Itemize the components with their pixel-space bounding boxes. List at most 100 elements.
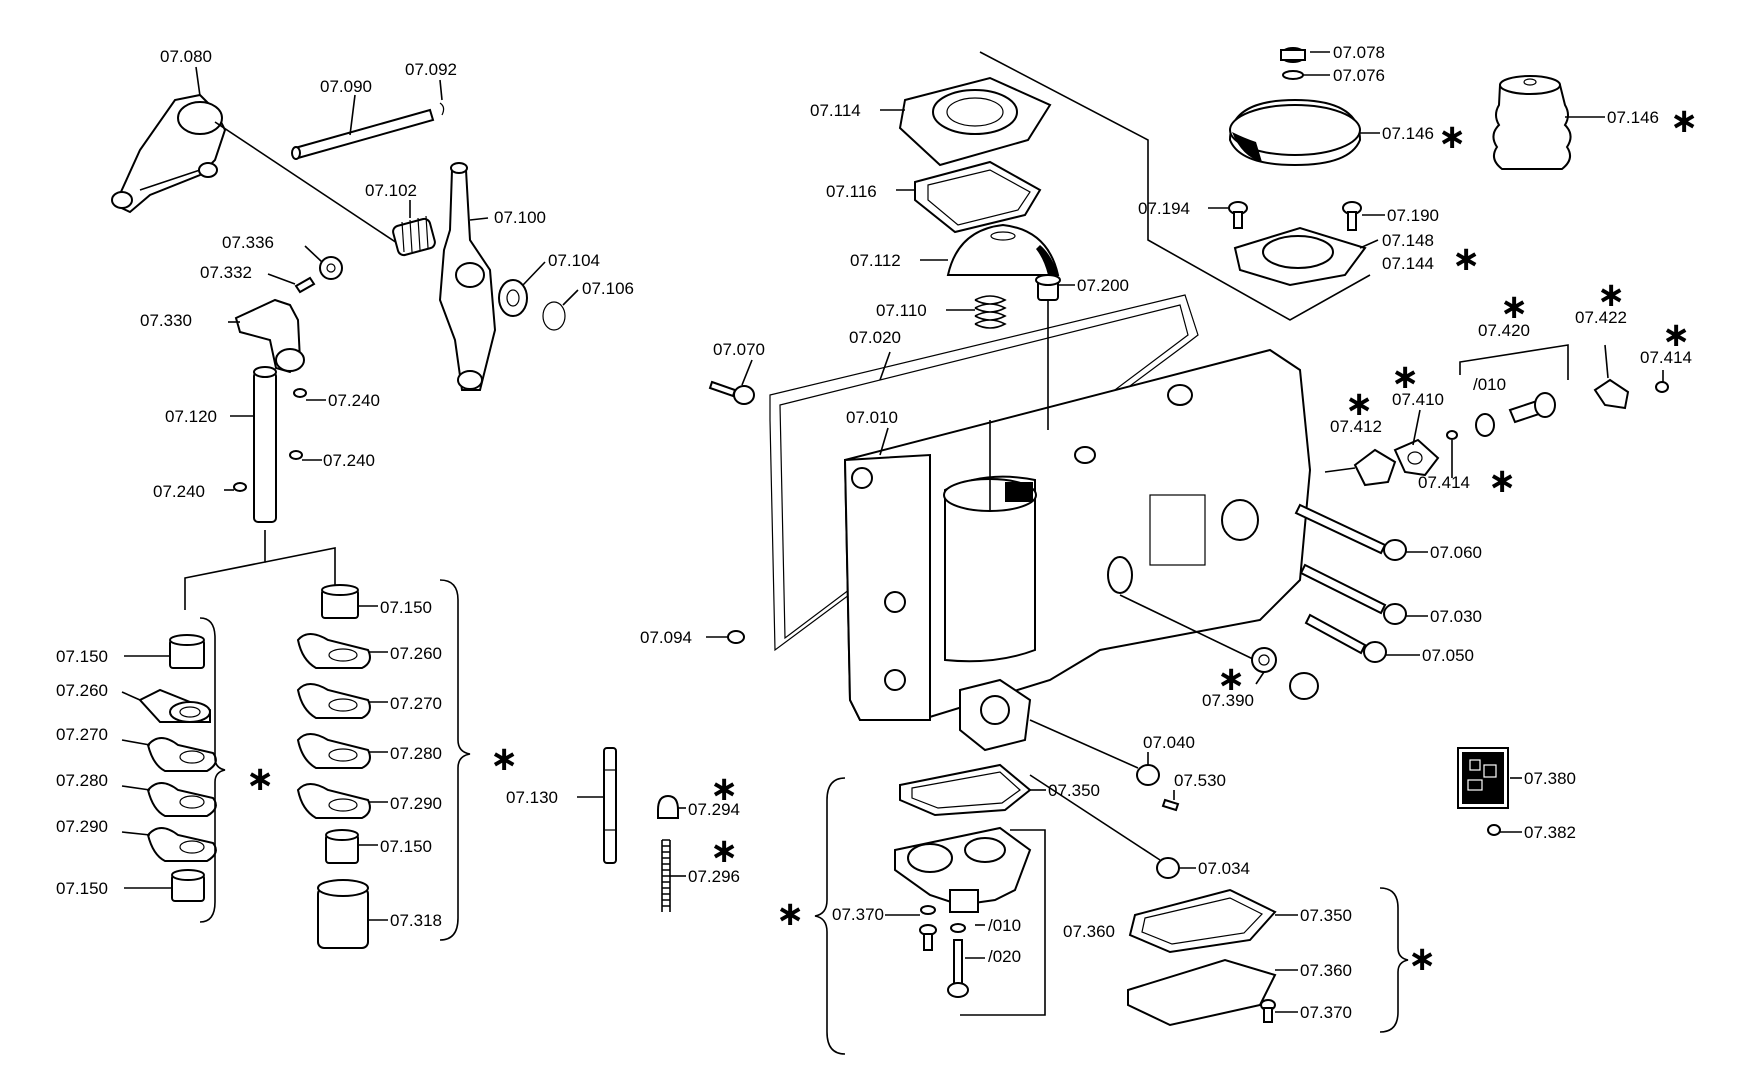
label-07-076: 07.076 (1333, 66, 1385, 85)
gasket-07-020-inner (779, 304, 1189, 640)
gasket-07-350 (899, 763, 1032, 817)
label-07-360: 07.360 (1300, 961, 1352, 980)
label-07-422: 07.422 (1575, 308, 1627, 327)
flange-07-114 (898, 76, 1052, 167)
label-07-390: 07.390 (1202, 691, 1254, 710)
asterisk: ∗ (776, 894, 805, 934)
label-07-146: 07.146 (1607, 108, 1659, 127)
label-07-530: 07.530 (1174, 771, 1226, 790)
plug-07-094 (727, 630, 745, 644)
bolt-07-060 (1294, 503, 1407, 561)
label-07-296: 07.296 (688, 867, 740, 886)
label-07-150: 07.150 (380, 837, 432, 856)
label-07-120: 07.120 (165, 407, 217, 426)
label-07-370: 07.370 (832, 905, 884, 924)
label-07-294: 07.294 (688, 800, 740, 819)
label-07-280: 07.280 (390, 744, 442, 763)
label-07-010: 07.010 (846, 408, 898, 427)
gasket-07-020 (769, 294, 1199, 652)
label-07-360: 07.360 (1063, 922, 1115, 941)
asterisk: ∗ (246, 759, 275, 799)
shift-lever-07-080 (111, 93, 227, 214)
bracket-line (1459, 344, 1569, 380)
label-010: /010 (1473, 375, 1506, 394)
label-07-070: 07.070 (713, 340, 765, 359)
left-parts-stack (138, 634, 217, 902)
label-07-060: 07.060 (1430, 543, 1482, 562)
label-07-146: 07.146 (1382, 124, 1434, 143)
leader-line (1119, 594, 1256, 661)
label-07-332: 07.332 (200, 263, 252, 282)
spring-07-102 (392, 215, 436, 257)
label-07-190: 07.190 (1387, 206, 1439, 225)
boot-07-146-alt (1492, 75, 1572, 170)
screw-07-414-r (1655, 381, 1669, 393)
plate-07-148 (1233, 226, 1367, 287)
asterisk: ∗ (1670, 101, 1699, 141)
label-07-380: 07.380 (1524, 769, 1576, 788)
label-07-412: 07.412 (1330, 417, 1382, 436)
nut-07-078 (1280, 47, 1306, 63)
clip-07-092 (439, 102, 445, 116)
label-07-090: 07.090 (320, 77, 372, 96)
ball-07-240 (293, 388, 307, 398)
cover-07-360-b (1127, 958, 1277, 1027)
plug-07-294 (657, 794, 679, 819)
pin-07-130 (603, 747, 617, 864)
bolt-07-190 (1342, 201, 1362, 231)
label-07-370: 07.370 (1300, 1003, 1352, 1022)
label-07-260: 07.260 (56, 681, 108, 700)
label-07-280: 07.280 (56, 771, 108, 790)
screw-07-414 (1446, 430, 1458, 440)
label-07-414: 07.414 (1640, 348, 1692, 367)
lower-right-brace (1379, 887, 1409, 1033)
cover-07-412 (1353, 448, 1397, 487)
label-07-040: 07.040 (1143, 733, 1195, 752)
label-07-318: 07.318 (390, 911, 442, 930)
asterisk: ∗ (1500, 287, 1529, 327)
plate-07-380 (1457, 747, 1509, 809)
lower-left-brace (814, 777, 846, 1055)
gasket-07-350-b (1128, 888, 1277, 954)
rod-07-120 (253, 366, 277, 523)
label-07-130: 07.130 (506, 788, 558, 807)
bolt-07-370 (919, 905, 937, 951)
washer-07-076 (1282, 70, 1304, 80)
middle-parts-stack (296, 584, 371, 949)
label-07-414: 07.414 (1418, 473, 1470, 492)
switch-07-410 (1393, 438, 1440, 477)
seal-07-390 (1251, 647, 1319, 700)
label-07-100: 07.100 (494, 208, 546, 227)
label-07-150: 07.150 (56, 647, 108, 666)
label-07-034: 07.034 (1198, 859, 1250, 878)
label-07-020: 07.020 (849, 328, 901, 347)
asterisk: ∗ (1217, 659, 1246, 699)
ring-07-106 (542, 301, 566, 331)
bracket-line (264, 547, 336, 585)
asterisk: ∗ (1391, 357, 1420, 397)
housing-07-010 (843, 348, 1312, 752)
label-07-336: 07.336 (222, 233, 274, 252)
left-brace (199, 617, 226, 923)
label-07-050: 07.050 (1422, 646, 1474, 665)
bracket-07-422 (1593, 378, 1630, 410)
screw-07-370-b (1260, 999, 1276, 1023)
label-07-270: 07.270 (390, 694, 442, 713)
label-07-104: 07.104 (548, 251, 600, 270)
asterisk: ∗ (1597, 275, 1626, 315)
asterisk: ∗ (1488, 461, 1517, 501)
leader-lines (121, 51, 1664, 1013)
bush-07-336 (319, 256, 343, 280)
lever-07-100 (438, 162, 497, 391)
label-07-148: 07.148 (1382, 231, 1434, 250)
label-07-112: 07.112 (850, 251, 901, 270)
ball-07-240 (233, 482, 247, 492)
label-07-200: 07.200 (1077, 276, 1129, 295)
gasket-07-116 (914, 160, 1042, 234)
middle-brace (439, 579, 471, 941)
asterisk-marks: ∗ ∗ ∗ ∗ ∗ ∗ ∗ ∗ ∗ ∗ ∗ ∗ ∗ ∗ ∗ ∗ (246, 101, 1699, 979)
breather-07-200 (1035, 274, 1061, 301)
asterisk: ∗ (1662, 315, 1691, 355)
label-07-080: 07.080 (160, 47, 212, 66)
